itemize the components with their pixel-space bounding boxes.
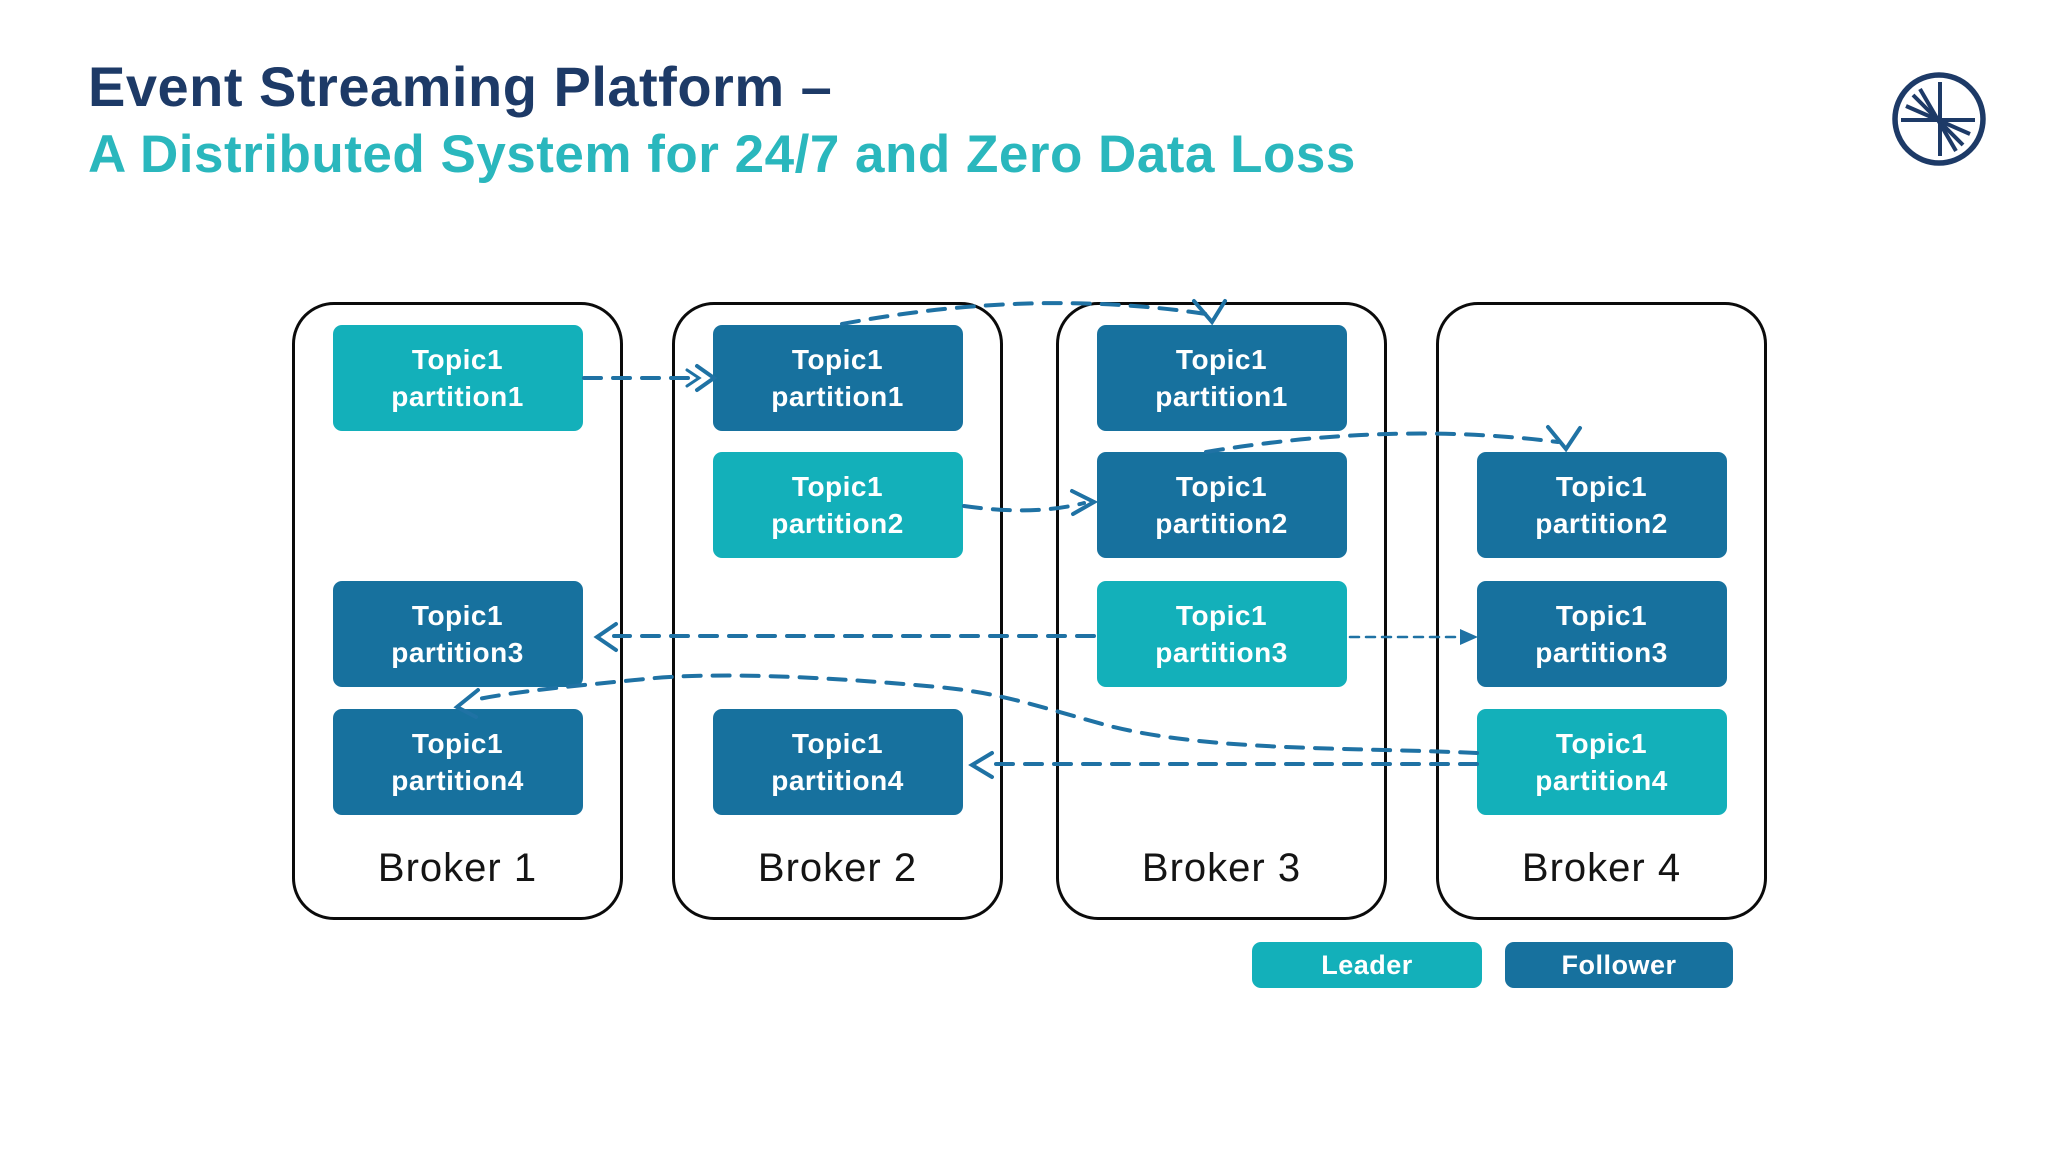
- partition-topic: Topic1: [1555, 600, 1648, 631]
- partition-name: partition1: [391, 381, 524, 412]
- title-block: Event Streaming Platform – A Distributed…: [88, 52, 1356, 188]
- partition-topic: Topic1: [411, 344, 504, 375]
- partition-name: partition3: [1535, 637, 1668, 668]
- partition-topic: Topic1: [1175, 471, 1268, 502]
- partition-topic: Topic1: [1175, 600, 1268, 631]
- legend-chip-leader: Leader: [1252, 942, 1482, 988]
- partition-name: partition4: [391, 765, 524, 796]
- partition-partition1-leader: Topic1 partition1: [332, 325, 583, 431]
- page-subtitle: A Distributed System for 24/7 and Zero D…: [88, 125, 1356, 184]
- partition-partition4-follower: Topic1 partition4: [712, 709, 963, 815]
- partition-partition2-follower: Topic1 partition2: [1096, 452, 1347, 558]
- partition-name: partition4: [1535, 765, 1668, 796]
- partition-topic: Topic1: [411, 600, 504, 631]
- partition-topic: Topic1: [791, 728, 884, 759]
- partition-topic: Topic1: [791, 344, 884, 375]
- legend-chip-follower: Follower: [1505, 942, 1733, 988]
- partition-topic: Topic1: [1175, 344, 1268, 375]
- broker-label: Broker 3: [1141, 846, 1302, 890]
- broker-label: Broker 1: [377, 846, 538, 890]
- partition-partition4-follower: Topic1 partition4: [332, 709, 583, 815]
- partition-name: partition1: [1155, 381, 1288, 412]
- partition-partition3-leader: Topic1 partition3: [1096, 581, 1347, 687]
- partition-topic: Topic1: [1555, 471, 1648, 502]
- partition-partition3-follower: Topic1 partition3: [332, 581, 583, 687]
- partition-partition1-follower: Topic1 partition1: [1096, 325, 1347, 431]
- broker-label: Broker 2: [757, 846, 918, 890]
- partition-name: partition3: [1155, 637, 1288, 668]
- partition-topic: Topic1: [411, 728, 504, 759]
- logo-circle: [1892, 72, 1986, 166]
- partition-partition4-leader: Topic1 partition4: [1476, 709, 1727, 815]
- partition-name: partition2: [1155, 508, 1288, 539]
- partition-partition2-follower: Topic1 partition2: [1476, 452, 1727, 558]
- logo-rays: [1901, 82, 1975, 156]
- partition-name: partition4: [771, 765, 904, 796]
- partition-topic: Topic1: [791, 471, 884, 502]
- broker-label: Broker 4: [1521, 846, 1682, 890]
- partition-partition2-leader: Topic1 partition2: [712, 452, 963, 558]
- page-title: Event Streaming Platform –: [88, 55, 833, 118]
- partition-partition3-follower: Topic1 partition3: [1476, 581, 1727, 687]
- partition-name: partition2: [1535, 508, 1668, 539]
- partition-name: partition2: [771, 508, 904, 539]
- confluent-logo: [1892, 72, 1986, 166]
- partition-name: partition1: [771, 381, 904, 412]
- partition-partition1-follower: Topic1 partition1: [712, 325, 963, 431]
- partition-topic: Topic1: [1555, 728, 1648, 759]
- partition-name: partition3: [391, 637, 524, 668]
